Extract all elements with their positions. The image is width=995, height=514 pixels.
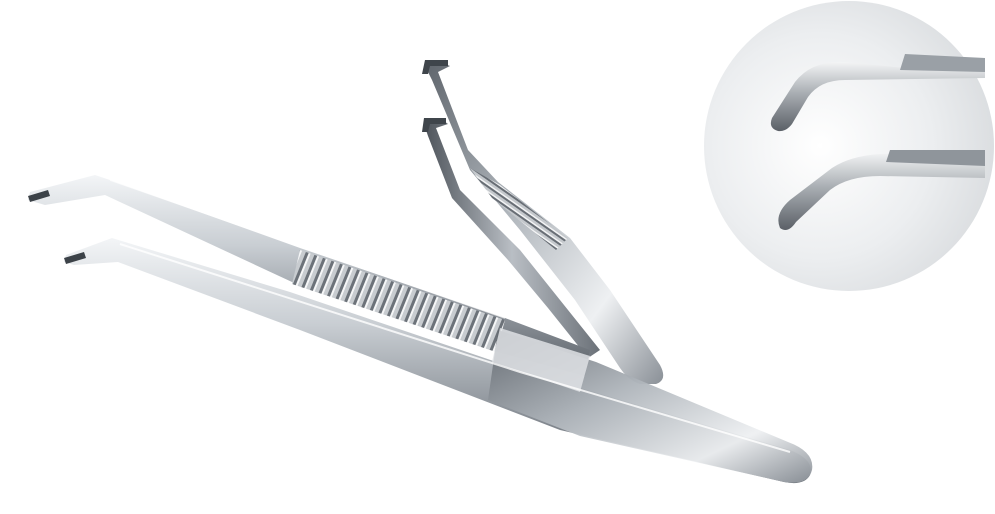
magnified-tips-inset xyxy=(704,1,994,291)
small-tweezers xyxy=(422,60,664,384)
large-tweezers xyxy=(28,175,813,484)
